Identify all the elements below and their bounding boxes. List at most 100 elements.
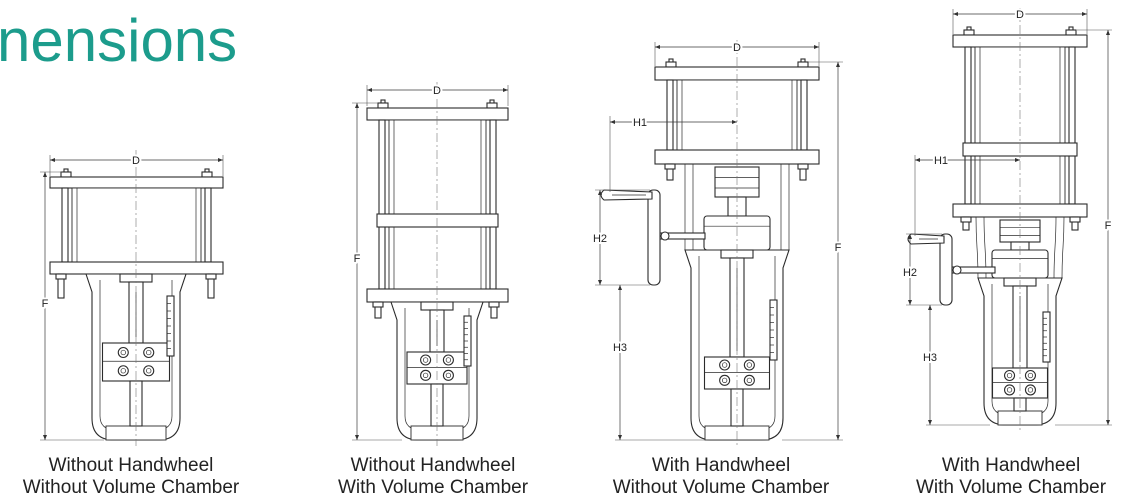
coupling-bolt-hole [146, 349, 152, 356]
tie-rod-nut-top [797, 61, 809, 68]
dimension-d-arrow-right [1082, 12, 1087, 16]
dimension-f-arrow-bottom [355, 435, 359, 440]
dimension-h1-label: H1 [633, 117, 647, 129]
handwheel [907, 233, 996, 306]
tie-rod-right [1068, 46, 1076, 205]
dimension-f-label: F [354, 253, 361, 265]
dimension-f: F [833, 62, 844, 440]
dimension-f-arrow-bottom [43, 435, 47, 440]
dimension-h1-arrow-left [610, 120, 615, 124]
caption-line-1: Without Handwheel [48, 455, 214, 476]
coupling-bolt-hole [1006, 387, 1013, 393]
dimension-f-arrow-top [355, 103, 359, 108]
mounting-nut [1069, 216, 1081, 223]
dimension-h1-arrow-right [1015, 158, 1020, 162]
caption-line-2: Without Volume Chamber [22, 477, 240, 498]
dimension-h3: H3 [921, 305, 939, 425]
coupling-bolt-head [117, 365, 129, 377]
coupling-bolt-hole [445, 372, 452, 379]
tie-rod-nut-top [963, 29, 975, 36]
caption-line-1: With Handwheel [651, 455, 791, 476]
coupling-bolt-hole [120, 368, 126, 374]
tie-rod-left [61, 187, 69, 263]
coupling-bolt-head [420, 369, 432, 381]
dimension-h2-arrow-top [908, 234, 912, 239]
dimension-f-arrow-top [836, 62, 840, 67]
coupling-bolt-head [442, 369, 454, 381]
dimension-h2-arrow-bottom [598, 280, 602, 285]
dimension-d: D [50, 153, 223, 169]
coupling-bolt-hole [1027, 387, 1034, 393]
dimension-f: F [40, 172, 51, 440]
tie-rod-right [489, 119, 497, 290]
dimension-h1-arrow-left [915, 158, 920, 162]
dimension-d-arrow-right [814, 45, 819, 49]
cylinder-assembly [952, 26, 1088, 218]
coupling-bolt-head [420, 354, 432, 366]
coupling-bolt-head [1024, 369, 1036, 382]
dimension-d: D [655, 40, 819, 56]
cylinder-tube [71, 187, 202, 263]
cylinder-assembly [366, 99, 509, 303]
dimension-d-label: D [132, 155, 140, 167]
caption-line-1: With Handwheel [941, 455, 1081, 476]
tie-rod-nut-top [201, 171, 213, 178]
dimension-h3-label: H3 [613, 342, 627, 354]
tie-rod-nut-top [665, 61, 677, 68]
coupling-bolt-head [143, 365, 155, 377]
dimension-h3-arrow-top [928, 305, 932, 310]
mounting-studs [960, 216, 1081, 231]
dimension-d: D [367, 83, 508, 99]
mounting-nut [664, 163, 676, 170]
tie-rod-right [204, 187, 212, 263]
dimension-h1: H1 [610, 115, 737, 131]
tie-rod-left [666, 79, 674, 151]
coupling-bolt-head [442, 354, 454, 366]
caption-without-handwheel-without-volume-chamber: Without Handwheel Without Volume Chamber [16, 455, 246, 499]
tie-rod-nut-top [60, 171, 72, 178]
dimension-f-arrow-top [1106, 30, 1110, 35]
coupling-bolt-head [719, 359, 731, 371]
dimension-h2: H2 [591, 190, 609, 285]
mounting-studs [664, 163, 809, 181]
volume-chamber-joint-ring [376, 213, 499, 228]
dimension-f: F [1103, 30, 1114, 425]
dimension-d: D [953, 7, 1087, 23]
mounting-nut [797, 163, 809, 170]
drawing-without-handwheel-without-volume-chamber: DF [40, 150, 224, 446]
caption-with-handwheel-with-volume-chamber: With Handwheel With Volume Chamber [896, 455, 1126, 499]
dimension-h3-label: H3 [923, 352, 937, 364]
dimension-d-label: D [1016, 9, 1024, 21]
coupling-bolt-head [719, 374, 731, 386]
coupling-bolt-hole [422, 372, 429, 379]
dimension-h1-arrow-right [732, 120, 737, 124]
handwheel-rim [939, 233, 953, 306]
dimension-h1-label: H1 [934, 155, 948, 167]
caption-with-handwheel-without-volume-chamber: With Handwheel Without Volume Chamber [606, 455, 836, 499]
coupling-bolt-hole [746, 362, 752, 368]
coupling-bolt-hole [1027, 372, 1034, 379]
tie-rod-nut-top [377, 102, 389, 109]
tie-rod-nut-top [1065, 29, 1077, 36]
caption-line-1: Without Handwheel [350, 455, 516, 476]
bottom-end-plate [49, 261, 224, 275]
caption-line-2: With Volume Chamber [337, 477, 529, 498]
dimension-d-arrow-left [367, 88, 372, 92]
coupling-bolt-head [1003, 384, 1016, 396]
coupling-bolt-hole [722, 377, 728, 384]
top-end-plate [49, 176, 224, 189]
caption-without-handwheel-with-volume-chamber: Without Handwheel With Volume Chamber [318, 455, 548, 499]
handwheel-hub-nut [660, 231, 670, 241]
handwheel-rim [647, 189, 661, 286]
mounting-nut [372, 301, 384, 308]
handwheel [600, 189, 706, 286]
mounting-nut [55, 273, 67, 280]
dimension-f: F [352, 103, 363, 440]
dimension-h3: H3 [611, 285, 629, 440]
dimension-h2: H2 [901, 234, 919, 305]
dimension-d-label: D [733, 42, 741, 54]
